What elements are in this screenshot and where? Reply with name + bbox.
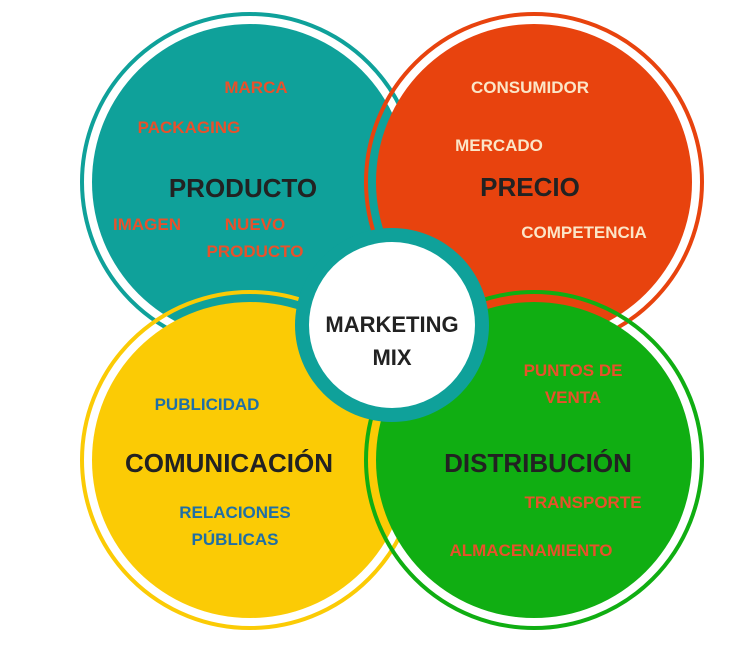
producto-item-imagen: IMAGEN <box>113 215 181 234</box>
precio-item-mercado: MERCADO <box>455 136 543 155</box>
precio-texts: CONSUMIDOR MERCADO PRECIO COMPETENCIA <box>455 78 647 242</box>
comunicacion-texts: PUBLICIDAD COMUNICACIÓN RELACIONES PÚBLI… <box>125 395 333 549</box>
distribucion-item-almacenamiento: ALMACENAMIENTO <box>449 541 612 560</box>
producto-item-nuevo: NUEVO <box>225 215 285 234</box>
center-hub: MARKETING MIX <box>295 228 489 422</box>
comunicacion-title: COMUNICACIÓN <box>125 448 333 478</box>
producto-texts: MARCA PACKAGING PRODUCTO IMAGEN NUEVO PR… <box>113 78 317 261</box>
comunicacion-item-publicidad: PUBLICIDAD <box>155 395 260 414</box>
precio-item-competencia: COMPETENCIA <box>521 223 647 242</box>
producto-item-packaging: PACKAGING <box>138 118 241 137</box>
distribucion-item-venta: VENTA <box>545 388 601 407</box>
distribucion-texts: PUNTOS DE VENTA DISTRIBUCIÓN TRANSPORTE … <box>444 361 641 560</box>
distribucion-title: DISTRIBUCIÓN <box>444 448 632 478</box>
center-label-line1: MARKETING <box>325 312 458 337</box>
distribucion-item-puntos: PUNTOS DE <box>524 361 623 380</box>
precio-item-consumidor: CONSUMIDOR <box>471 78 589 97</box>
producto-item-producto: PRODUCTO <box>207 242 304 261</box>
producto-title: PRODUCTO <box>169 173 317 203</box>
producto-item-marca: MARCA <box>224 78 287 97</box>
precio-title: PRECIO <box>480 172 580 202</box>
comunicacion-item-relaciones: RELACIONES <box>179 503 290 522</box>
comunicacion-item-publicas: PÚBLICAS <box>192 530 279 549</box>
distribucion-item-transporte: TRANSPORTE <box>524 493 641 512</box>
center-label-line2: MIX <box>372 345 411 370</box>
